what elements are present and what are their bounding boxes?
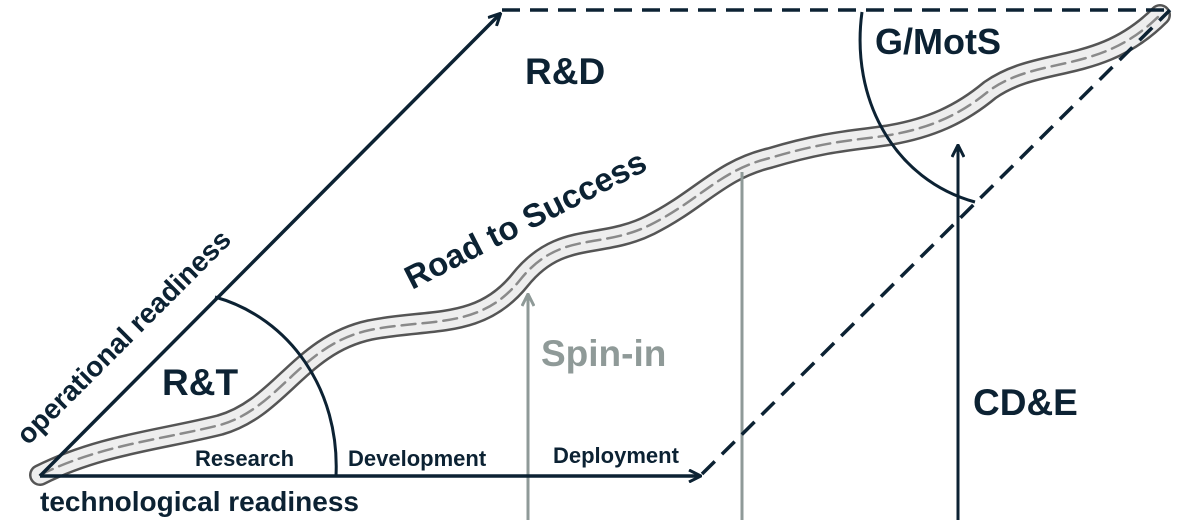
right-dashed-boundary <box>700 8 1172 476</box>
operational-readiness-axis-arrow <box>38 14 500 478</box>
rt-arc <box>214 295 338 477</box>
operational-readiness-label: operational readiness <box>10 224 237 451</box>
research-label: Research <box>195 446 294 471</box>
road-to-success-path <box>29 4 1171 486</box>
spin-in-label: Spin-in <box>541 333 666 374</box>
rt-label: R&T <box>162 362 238 403</box>
deployment-label: Deployment <box>553 443 680 468</box>
cde-label: CD&E <box>973 382 1078 423</box>
gmots-label: G/MotS <box>875 21 1001 62</box>
rd-label: R&D <box>525 51 605 92</box>
development-label: Development <box>348 446 487 471</box>
gmots-arc <box>858 11 976 204</box>
technological-readiness-label: technological readiness <box>40 486 359 517</box>
